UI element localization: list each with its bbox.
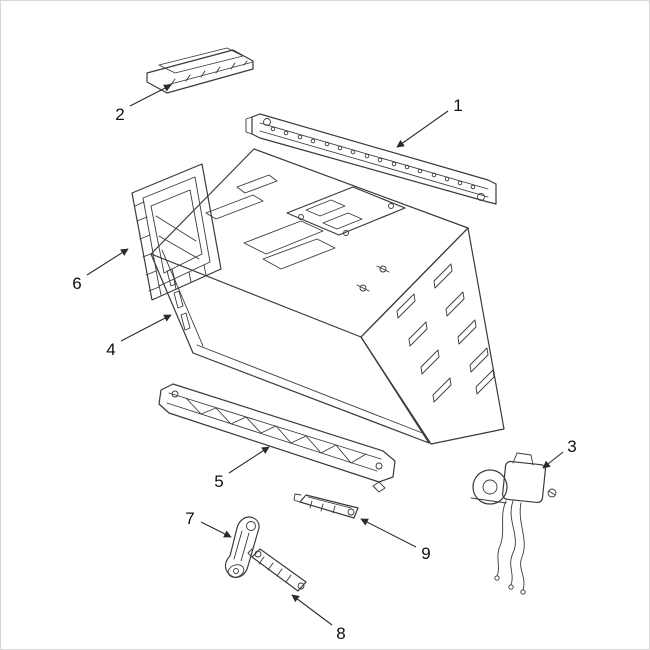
latch-hole xyxy=(347,508,355,516)
screw-hole xyxy=(343,230,349,236)
vent-slot xyxy=(457,319,477,345)
callout-label-9: 9 xyxy=(421,544,430,563)
vent-slot xyxy=(475,369,495,395)
rail-hole xyxy=(171,390,179,398)
leader-lines xyxy=(86,84,564,626)
part-1-mounting-rail xyxy=(245,113,497,205)
part-3-motor-assembly xyxy=(470,452,557,595)
part-6-side-frame xyxy=(131,163,222,301)
screw-hole xyxy=(379,265,387,273)
callout-labels: 1 2 3 4 5 6 7 8 9 xyxy=(72,96,576,643)
vent-slot xyxy=(420,349,440,375)
part-8-slotted-strip xyxy=(247,548,307,592)
screw-hole xyxy=(388,203,394,209)
wire-terminal xyxy=(494,575,500,581)
screw-hole xyxy=(359,284,367,292)
callout-label-5: 5 xyxy=(214,472,223,491)
leader-2 xyxy=(129,84,172,107)
callout-label-8: 8 xyxy=(336,624,345,643)
strip-hole xyxy=(297,582,305,590)
leader-4 xyxy=(120,314,172,342)
part-9-latch-bracket xyxy=(293,493,359,519)
leader-9 xyxy=(360,518,417,548)
part-2-top-bracket xyxy=(146,47,254,94)
callout-label-4: 4 xyxy=(106,340,115,359)
vent-slot xyxy=(433,263,453,289)
rail-hole xyxy=(477,193,485,201)
callout-label-2: 2 xyxy=(115,105,124,124)
mount-plate xyxy=(286,186,406,236)
top-slot xyxy=(236,174,278,194)
leader-3 xyxy=(542,451,564,469)
vent-slot xyxy=(445,291,465,317)
part-5-support-rail xyxy=(158,383,396,493)
wire-terminal xyxy=(508,584,514,590)
leader-7 xyxy=(200,521,232,538)
part-7-bracket xyxy=(224,516,260,578)
leader-8 xyxy=(291,594,333,626)
leader-1 xyxy=(396,110,449,148)
leader-5 xyxy=(228,446,270,474)
rail-hole xyxy=(263,118,271,126)
wire-terminal xyxy=(520,589,526,595)
screw xyxy=(547,488,557,498)
leader-6 xyxy=(86,248,129,276)
callout-label-1: 1 xyxy=(453,96,462,115)
wire xyxy=(510,500,516,586)
top-cutout xyxy=(262,238,336,270)
vent-slot xyxy=(469,347,489,373)
rail-hole xyxy=(375,462,383,470)
callout-label-3: 3 xyxy=(567,437,576,456)
bracket-hole xyxy=(246,521,256,531)
callout-label-6: 6 xyxy=(72,274,81,293)
flange-slot xyxy=(173,290,184,309)
vent-slot xyxy=(432,377,452,403)
flange-slot xyxy=(180,312,191,331)
screw-hole xyxy=(298,214,304,220)
top-cutout xyxy=(243,220,324,255)
wire xyxy=(519,502,525,591)
wire xyxy=(496,500,507,577)
part-4-cabinet-wrapper xyxy=(150,148,505,445)
top-slot xyxy=(205,194,264,220)
vent-slot xyxy=(408,321,428,347)
strip-hole xyxy=(254,550,262,558)
vent-slot xyxy=(396,293,416,319)
callout-label-7: 7 xyxy=(185,509,194,528)
